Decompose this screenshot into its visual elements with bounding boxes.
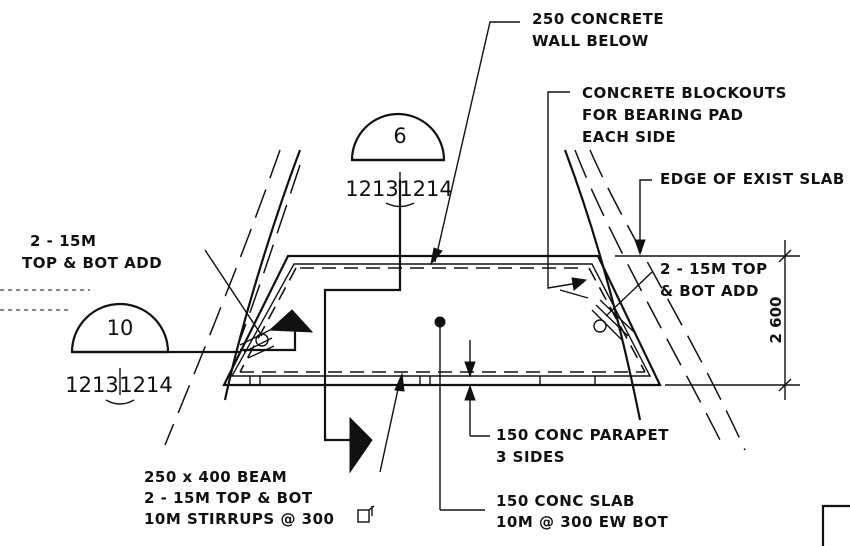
slab-label-2: 10M @ 300 EW BOT bbox=[496, 513, 668, 531]
rebar-right-hatch bbox=[591, 299, 635, 341]
wall-below-label-1: 250 CONCRETE bbox=[532, 10, 664, 28]
section-sheet-top-a: 1213 bbox=[345, 177, 398, 201]
blockouts-leader-2 bbox=[559, 289, 589, 299]
blockouts-label-1: CONCRETE BLOCKOUTS bbox=[582, 84, 787, 102]
blockouts-leader-arrow bbox=[571, 277, 588, 291]
section-cut-left-arrow-icon bbox=[268, 309, 314, 333]
section-sheet-left-a: 1213 bbox=[65, 373, 118, 397]
parapet-label-1: 150 CONC PARAPET bbox=[496, 426, 669, 444]
slab-edge-left-dashed-2 bbox=[239, 164, 301, 341]
beam-dashed-left bbox=[239, 267, 297, 373]
section-cut-left-line bbox=[240, 325, 297, 352]
section-sheet-top-b: 1214 bbox=[399, 177, 452, 201]
rebar-left-label-1: 2 - 15M bbox=[30, 232, 96, 250]
section-cut-line bbox=[323, 180, 402, 442]
section-number-top: 6 bbox=[393, 124, 406, 148]
blockouts-label-3: EACH SIDE bbox=[582, 128, 676, 146]
edge-slab-leader-arrow bbox=[634, 239, 646, 256]
parapet-arrow-top bbox=[464, 361, 476, 378]
section-number-left: 10 bbox=[107, 316, 134, 340]
section-cut-arrow-icon bbox=[349, 416, 373, 474]
rebar-right-leader bbox=[605, 271, 653, 317]
slab-edge-right-inner bbox=[563, 149, 642, 421]
beam-label-2: 2 - 15M TOP & BOT bbox=[144, 489, 313, 507]
section-bubble-top-hook bbox=[385, 202, 415, 208]
dimension-line bbox=[615, 240, 800, 400]
rebar-right-label-1: 2 - 15M TOP bbox=[660, 260, 768, 278]
parapet-arrow-bottom bbox=[464, 384, 476, 401]
wall-leader-arrow bbox=[430, 247, 443, 266]
slab-edge-right-dashed bbox=[589, 149, 746, 451]
beam-label-3: 10M STIRRUPS @ 300 bbox=[144, 510, 334, 528]
wall-below-label-2: WALL BELOW bbox=[532, 32, 649, 50]
rebar-left-leader bbox=[204, 249, 263, 337]
stirrup-icon bbox=[357, 505, 375, 523]
title-block-corner bbox=[821, 504, 850, 546]
wall-leader bbox=[434, 21, 520, 263]
section-bubble-left-hook bbox=[105, 399, 135, 405]
blockouts-leader bbox=[547, 91, 585, 289]
beam-leader-arrow bbox=[394, 372, 405, 392]
edge-slab-label: EDGE OF EXIST SLAB bbox=[660, 170, 845, 188]
beam-label-1: 250 x 400 BEAM bbox=[144, 468, 287, 486]
rebar-right-label-2: & BOT ADD bbox=[660, 282, 759, 300]
parapet-label-2: 3 SIDES bbox=[496, 448, 565, 466]
parapet-ticks bbox=[249, 376, 596, 386]
slab-edge-left-dashed bbox=[164, 149, 281, 446]
blockouts-label-2: FOR BEARING PAD bbox=[582, 106, 743, 124]
slab-label-1: 150 CONC SLAB bbox=[496, 492, 635, 510]
section-sheet-left-b: 1214 bbox=[119, 373, 172, 397]
edge-slab-leader bbox=[639, 179, 652, 250]
section-bubble-top bbox=[350, 112, 446, 162]
beam-leader bbox=[379, 379, 401, 473]
dimension-label: 2 600 bbox=[767, 297, 785, 344]
section-bubble-left bbox=[70, 302, 170, 354]
rebar-left-label-2: TOP & BOT ADD bbox=[22, 254, 162, 272]
beam-dashed-right bbox=[588, 267, 646, 373]
